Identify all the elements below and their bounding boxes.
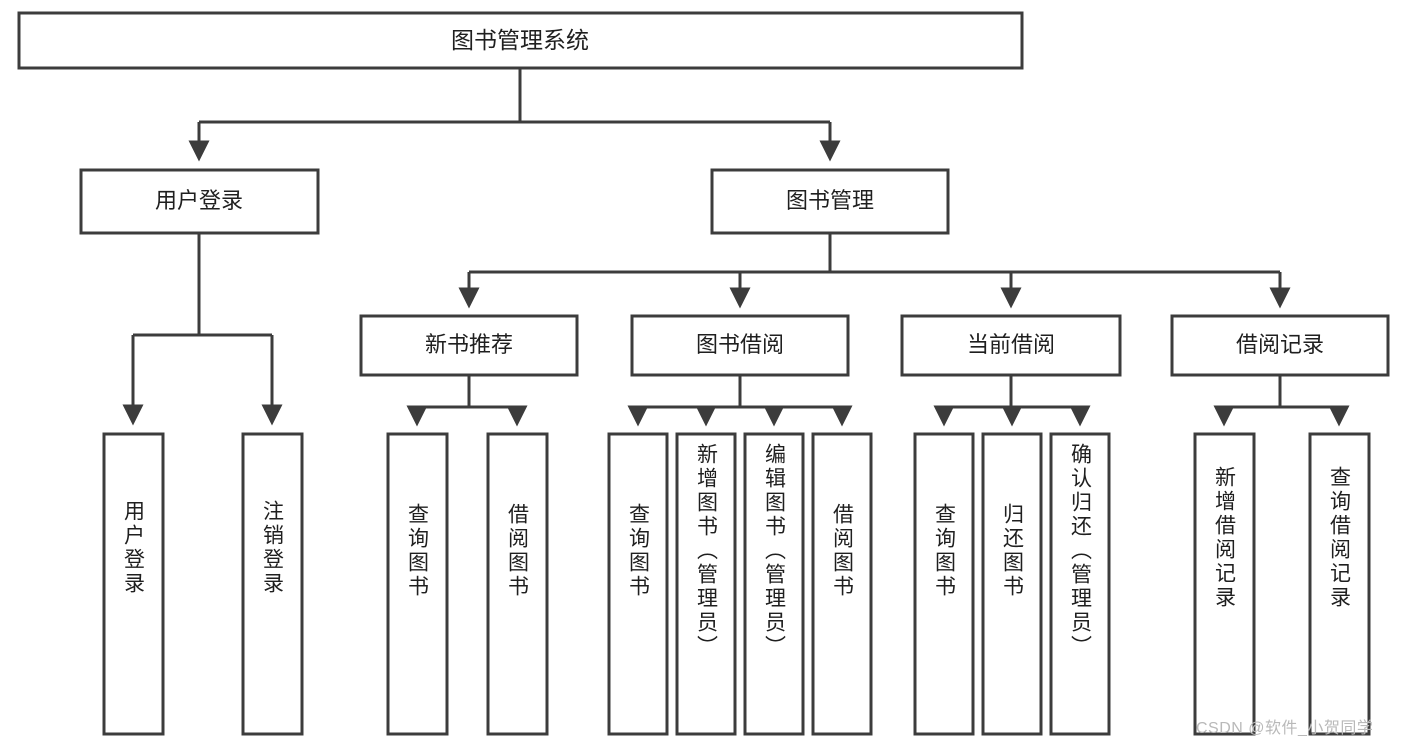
leaf-boxes-group	[102, 432, 1371, 736]
node-user-login-box[interactable]	[79, 168, 320, 235]
node-root-box[interactable]	[17, 11, 1024, 70]
csdn-watermark: CSDN @软件_小贺同学	[1196, 720, 1374, 737]
leaf-box-query-book-3[interactable]	[913, 432, 975, 736]
leaf-box-edit-book[interactable]	[743, 432, 805, 736]
leaf-box-borrow-book-1[interactable]	[486, 432, 549, 736]
node-book-manage-label: 图书管理	[786, 188, 874, 213]
leaf-box-add-record[interactable]	[1193, 432, 1256, 736]
node-new-book-recommend-box[interactable]	[359, 314, 579, 377]
node-book-manage-box[interactable]	[710, 168, 950, 235]
node-book-manage[interactable]: 图书管理	[710, 168, 950, 235]
edges-group	[122, 68, 1350, 427]
node-user-login[interactable]: 用户登录	[79, 168, 320, 235]
node-new-book-recommend-label: 新书推荐	[425, 332, 513, 357]
leaf-box-query-book-2[interactable]	[607, 432, 669, 736]
leaf-box-borrow-book-2[interactable]	[811, 432, 873, 736]
node-current-borrow[interactable]: 当前借阅	[900, 314, 1122, 377]
leaf-box-query-book-1[interactable]	[386, 432, 449, 736]
node-book-borrow-box[interactable]	[630, 314, 850, 377]
leaf-box-confirm-return[interactable]	[1049, 432, 1111, 736]
node-current-borrow-box[interactable]	[900, 314, 1122, 377]
node-root-label: 图书管理系统	[451, 27, 589, 53]
node-current-borrow-label: 当前借阅	[967, 332, 1055, 357]
node-user-login-label: 用户登录	[155, 188, 243, 213]
node-root[interactable]: 图书管理系统	[17, 11, 1024, 70]
node-new-book-recommend[interactable]: 新书推荐	[359, 314, 579, 377]
node-book-borrow-label: 图书借阅	[696, 332, 784, 357]
leaf-box-add-book[interactable]	[675, 432, 737, 736]
node-borrow-record-box[interactable]	[1170, 314, 1390, 377]
leaf-box-user-logout[interactable]	[241, 432, 304, 736]
node-book-borrow[interactable]: 图书借阅	[630, 314, 850, 377]
leaf-box-query-record[interactable]	[1308, 432, 1371, 736]
leaf-box-user-login[interactable]	[102, 432, 165, 736]
leaf-box-return-book[interactable]	[981, 432, 1043, 736]
node-borrow-record[interactable]: 借阅记录	[1170, 314, 1390, 377]
node-borrow-record-label: 借阅记录	[1236, 332, 1324, 357]
